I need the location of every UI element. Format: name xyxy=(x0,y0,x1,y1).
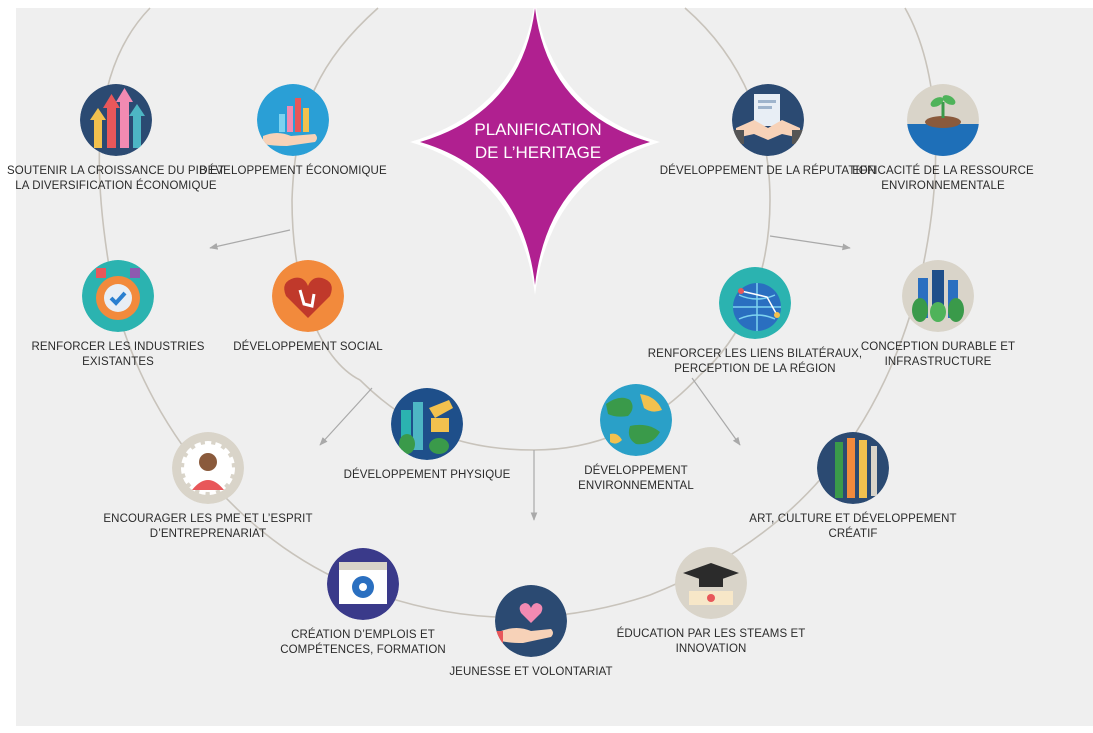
center-title-line2: DE L’HERITAGE xyxy=(474,143,602,162)
entrepreneur-gear-icon xyxy=(172,432,244,504)
node-dev-env-label: DÉVELOPPEMENT ENVIRONNEMENTAL xyxy=(578,465,694,492)
node-dev-eco-label: DÉVELOPPEMENT ÉCONOMIQUE xyxy=(199,165,387,177)
network-globe-icon xyxy=(719,267,791,339)
gear-check-icon xyxy=(82,260,154,332)
hand-chart-icon xyxy=(257,84,329,156)
node-pme-label: ENCOURAGER LES PME ET L’ESPRIT D’ENTREPR… xyxy=(103,513,313,540)
heart-hands-icon xyxy=(272,260,344,332)
node-pib-label: SOUTENIR LA CROISSANCE DU PIB ET LA DIVE… xyxy=(7,165,225,192)
arrow-1 xyxy=(209,229,291,250)
node-dev-rep-label: DÉVELOPPEMENT DE LA RÉPUTATION xyxy=(659,165,877,177)
plant-globe-icon xyxy=(907,84,979,156)
arrow-5 xyxy=(691,377,741,446)
paintbrushes-icon xyxy=(817,432,889,504)
left-inner-arc xyxy=(291,7,379,381)
arrow-3 xyxy=(319,387,373,446)
handshake-icon xyxy=(732,84,804,156)
center-title-line1: PLANIFICATION xyxy=(474,120,602,139)
node-education-label: ÉDUCATION PAR LES STEAMS ET INNOVATION xyxy=(616,628,806,655)
node-liens-label: RENFORCER LES LIENS BILATÉRAUX, PERCEPTI… xyxy=(647,348,863,375)
growth-arrows-icon xyxy=(80,84,152,156)
earth-icon xyxy=(600,384,672,456)
construction-icon xyxy=(391,388,463,460)
right-inner-arc xyxy=(684,7,771,376)
center-title: PLANIFICATION DE L’HERITAGE xyxy=(418,118,658,164)
node-dev-phys-label: DÉVELOPPEMENT PHYSIQUE xyxy=(343,469,511,481)
center-star xyxy=(410,0,660,295)
graduation-cap-icon xyxy=(675,547,747,619)
node-industries-label: RENFORCER LES INDUSTRIES EXISTANTES xyxy=(31,341,205,368)
node-conception-label: CONCEPTION DURABLE ET INFRASTRUCTURE xyxy=(860,341,1016,368)
heart-hand-icon xyxy=(495,585,567,657)
node-emplois-label: CRÉATION D’EMPLOIS ET COMPÉTENCES, FORMA… xyxy=(280,629,446,656)
green-city-icon xyxy=(902,260,974,332)
browser-gear-icon xyxy=(327,548,399,620)
node-eff-env-label: EFFICACITÉ DE LA RESSOURCE ENVIRONNEMENT… xyxy=(852,165,1034,192)
node-dev-social-label: DÉVELOPPEMENT SOCIAL xyxy=(233,341,383,353)
node-art-label: ART, CULTURE ET DÉVELOPPEMENT CRÉATIF xyxy=(749,513,957,540)
node-jeunesse-label: JEUNESSE ET VOLONTARIAT xyxy=(449,666,613,678)
arrow-2 xyxy=(769,235,851,251)
